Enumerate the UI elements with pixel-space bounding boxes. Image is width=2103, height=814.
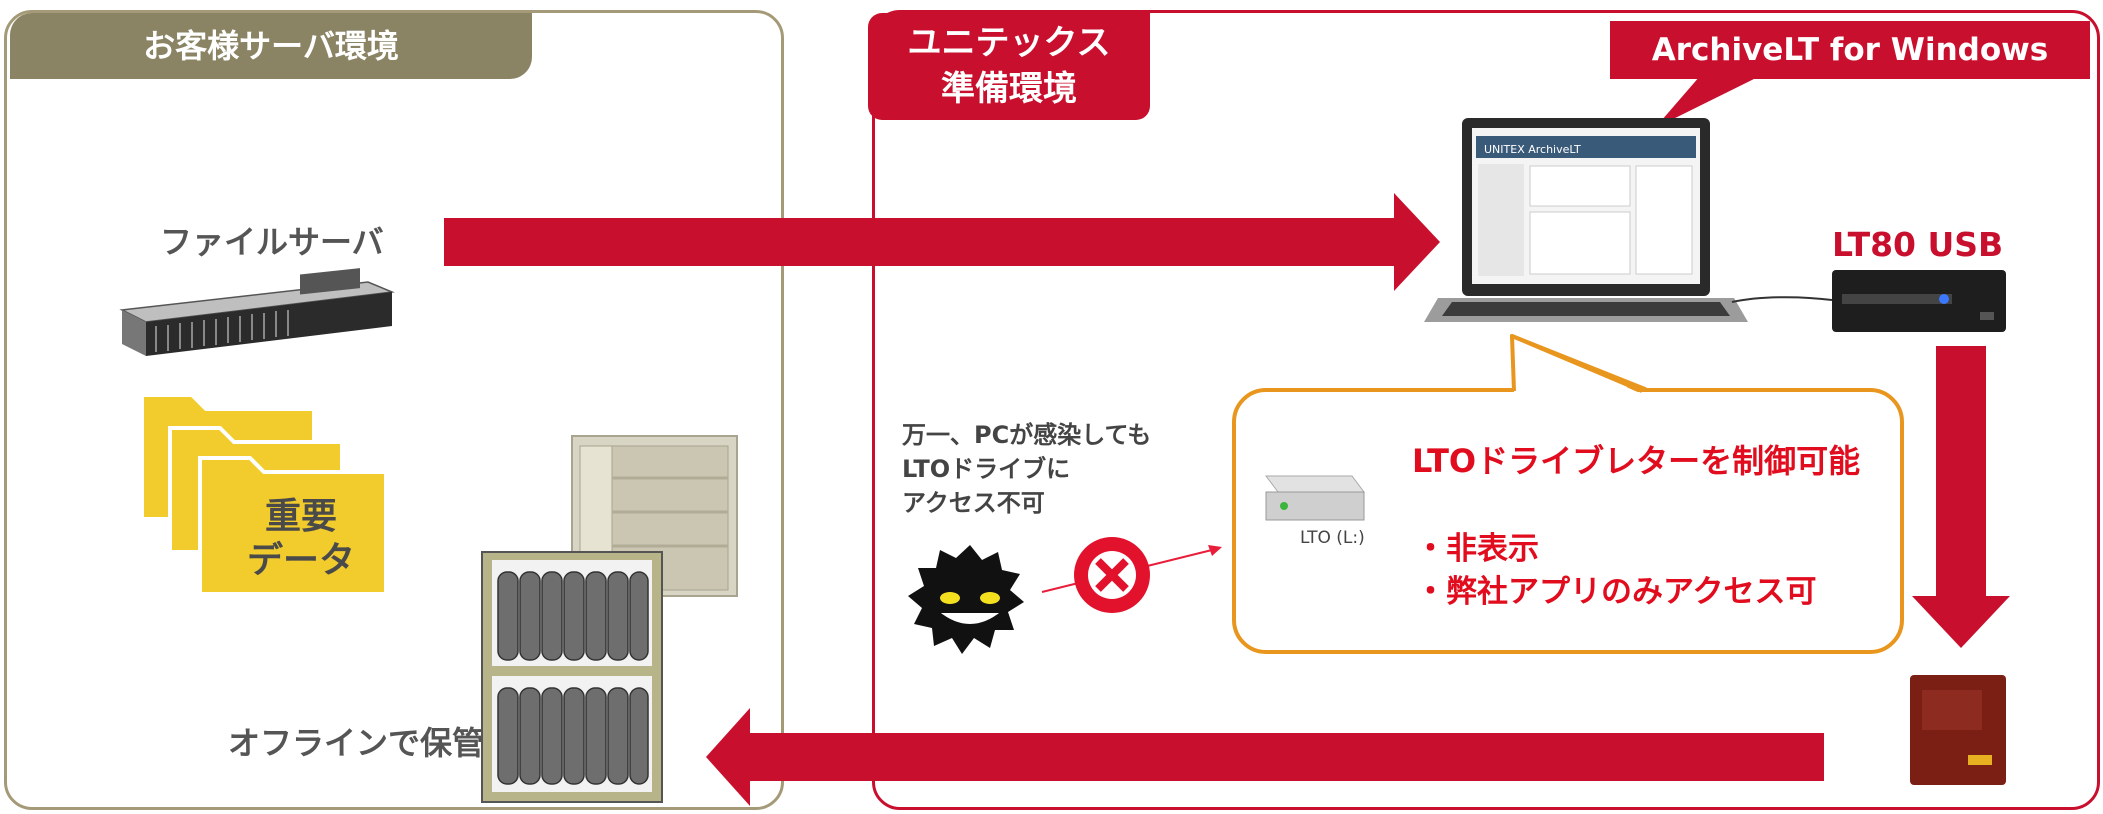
control-title: LTOドライブレターを制御可能 bbox=[1412, 442, 1861, 480]
software-callout: ArchiveLT for Windows bbox=[1610, 21, 2090, 79]
unitex-title-line2: 準備環境 bbox=[941, 69, 1077, 109]
warning-line2: LTOドライブに bbox=[902, 455, 1071, 483]
app-window-title: UNITEX ArchiveLT bbox=[1484, 143, 1581, 156]
unitex-environment-title: ユニテックス 準備環境 bbox=[868, 13, 1150, 120]
infection-warning: 万一、PCが感染しても LTOドライブに アクセス不可 bbox=[902, 418, 1151, 520]
drive-letter-label: LTO (L:) bbox=[1300, 528, 1365, 548]
important-data-label: 重要 データ bbox=[236, 495, 366, 583]
control-bullet-app-only: ・弊社アプリのみアクセス可 bbox=[1415, 574, 1817, 610]
unitex-environment-panel bbox=[872, 10, 2100, 810]
important-data-line1: 重要 bbox=[264, 496, 337, 537]
laptop-icon: UNITEX ArchiveLT bbox=[1424, 118, 1748, 322]
warning-line1: 万一、PCが感染しても bbox=[902, 421, 1152, 449]
tape-rack-icon bbox=[481, 551, 663, 803]
control-callout-pointer bbox=[1510, 334, 1647, 391]
virus-icon bbox=[908, 545, 1024, 654]
tape-drive-icon bbox=[1832, 270, 2006, 332]
control-bullet-hidden: ・非表示 bbox=[1415, 531, 1539, 567]
warning-line3: アクセス不可 bbox=[902, 489, 1045, 517]
customer-environment-title: お客様サーバ環境 bbox=[10, 13, 532, 79]
unitex-title-line1: ユニテックス bbox=[907, 23, 1111, 63]
callout-pointer bbox=[1655, 76, 1760, 128]
server-icon bbox=[119, 268, 395, 356]
arrow-down-to-tape bbox=[1912, 346, 2010, 648]
arrow-to-laptop bbox=[444, 193, 1440, 291]
folder-icon bbox=[140, 393, 388, 596]
file-server-label: ファイルサーバ bbox=[160, 223, 384, 261]
offline-storage-label: オフラインで保管 bbox=[228, 724, 485, 762]
customer-environment-panel bbox=[4, 10, 784, 810]
important-data-line2: データ bbox=[246, 540, 355, 581]
tape-drive-label: LT80 USB bbox=[1832, 225, 2004, 264]
drive-control-callout bbox=[1232, 388, 1904, 654]
usb-cable bbox=[1731, 296, 1833, 303]
lto-cartridge-icon bbox=[1910, 675, 2006, 785]
arrow-to-offline-storage bbox=[706, 708, 1824, 806]
blocked-icon bbox=[1074, 537, 1150, 613]
